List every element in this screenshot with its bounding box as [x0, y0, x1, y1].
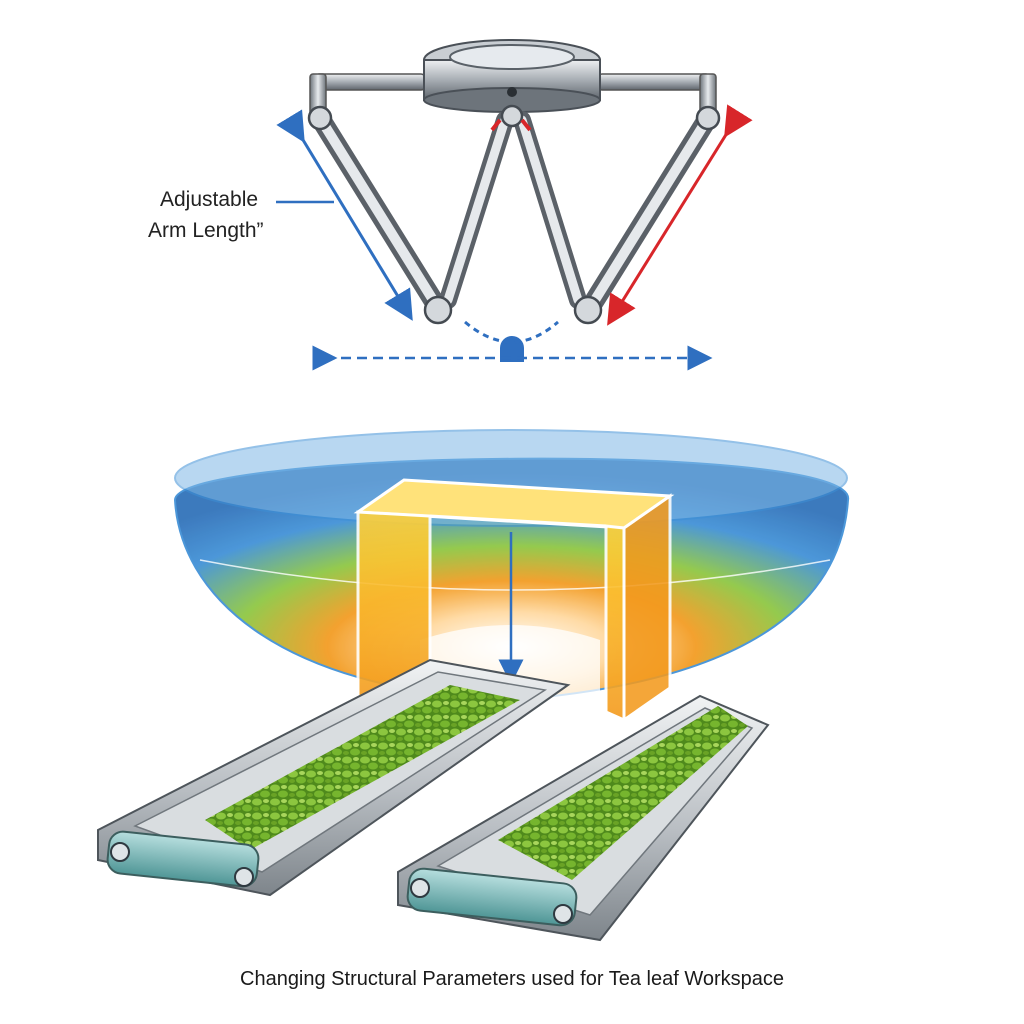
- annotation-line-1: Adjustable: [160, 188, 259, 211]
- arm-length-arrow-red: [607, 104, 753, 326]
- workspace-block: [353, 478, 675, 723]
- swing-arc: [464, 320, 559, 344]
- conveyor-belt-right: [397, 694, 770, 942]
- arm-inner-left-highlight: [443, 115, 510, 305]
- roller-left: [106, 830, 260, 888]
- red-tick-marks: [490, 118, 532, 132]
- roller-bolt-left-b: [234, 867, 254, 887]
- tea-leaves-right: [498, 706, 748, 880]
- delta-robot-icon: [307, 39, 721, 362]
- tea-leaves-left: [205, 685, 520, 850]
- frame-bar-right: [597, 73, 711, 91]
- arm-inner-right-highlight: [517, 115, 583, 305]
- dome-equator: [199, 559, 831, 591]
- joint-bottom-right: [573, 295, 603, 325]
- block-side: [622, 493, 672, 723]
- joint-top-left: [307, 105, 333, 131]
- roller-right: [406, 867, 578, 927]
- dome-rim: [174, 429, 848, 527]
- base-disk-lens: [449, 44, 575, 70]
- roller-bolt-right-a: [410, 878, 430, 898]
- roller-bolt-left-a: [110, 842, 130, 862]
- dimension-arrows: [276, 104, 753, 371]
- figure-caption: Changing Structural Parameters used for …: [240, 968, 784, 990]
- annotation-line-2: Arm Length”: [148, 219, 264, 242]
- arm-outer-left-highlight: [315, 113, 443, 313]
- frame-bar-left: [314, 73, 426, 91]
- joint-bottom-left: [423, 295, 453, 325]
- block-lintel: [429, 514, 607, 528]
- conveyor-belt-left: [97, 658, 571, 897]
- arm-outer-right-highlight: [585, 113, 713, 313]
- joint-top-center: [500, 104, 524, 128]
- joint-pin-center: [507, 87, 517, 97]
- arm-length-arrow-blue: [276, 109, 413, 321]
- joint-top-right: [695, 105, 721, 131]
- block-front-right: [604, 524, 626, 723]
- roller-bolt-right-b: [553, 904, 573, 924]
